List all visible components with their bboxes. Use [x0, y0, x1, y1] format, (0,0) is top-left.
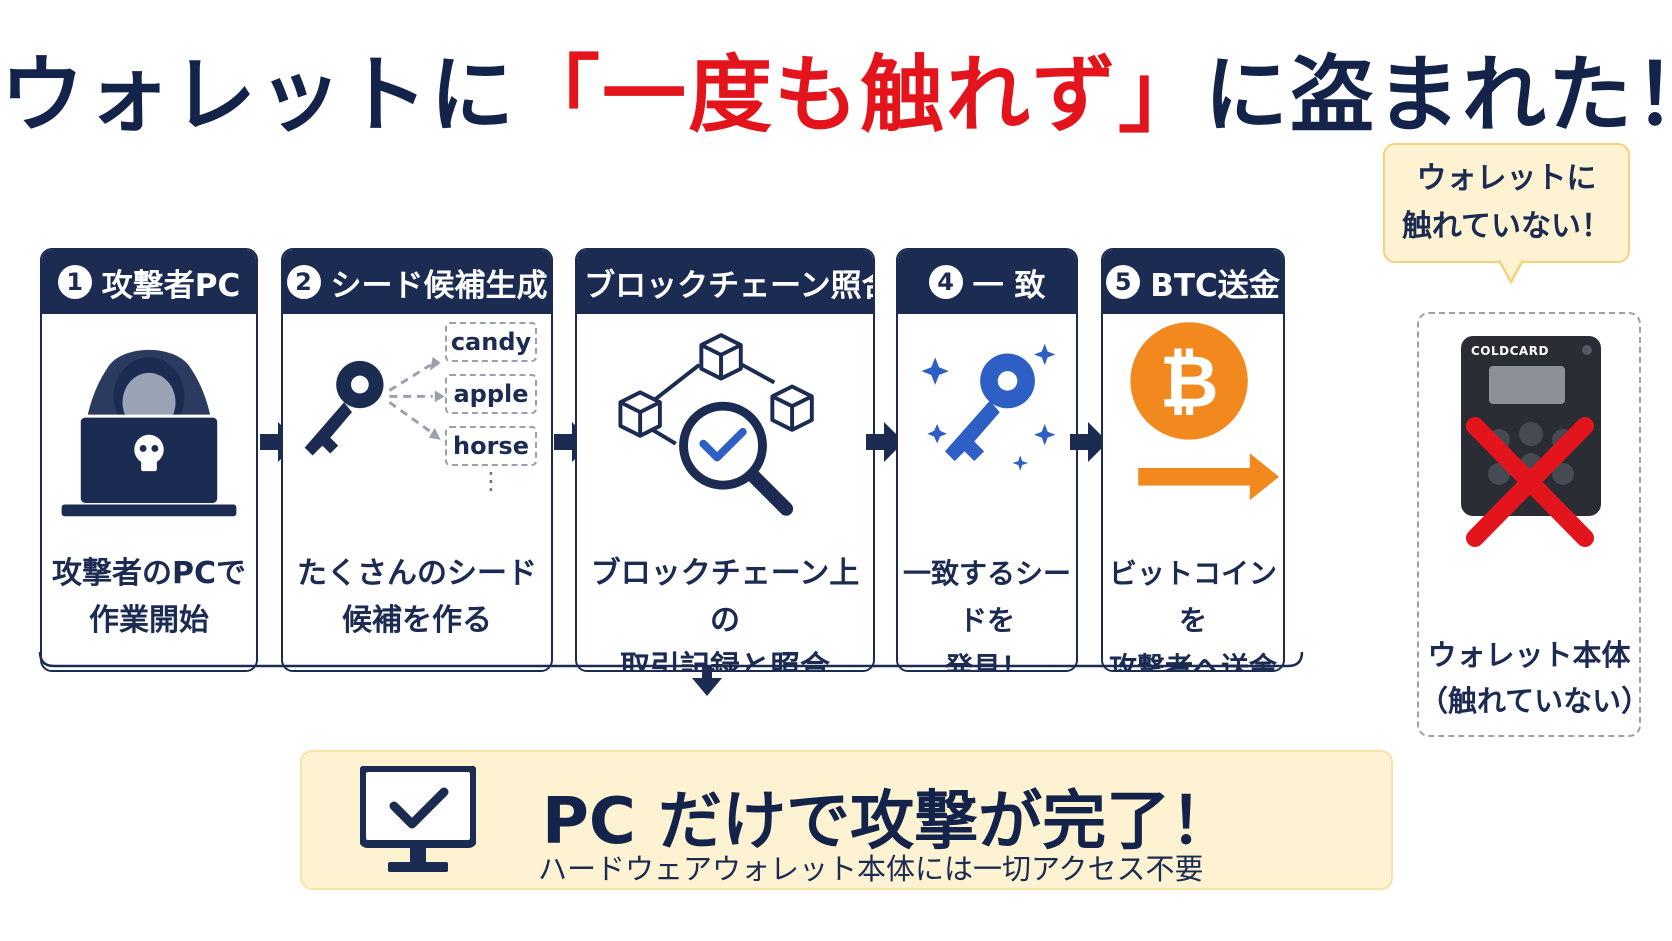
step-3-header: 3 ブロックチェーン照合	[577, 250, 873, 314]
step-number: 1	[57, 265, 92, 299]
wallet-label-line-2: （触れていない）	[1419, 684, 1651, 718]
arrow-right-icon	[260, 422, 298, 462]
step-label: 攻撃者PC	[101, 267, 241, 304]
step-2-header: 2 シード候補生成	[283, 250, 551, 314]
blockchain-magnifier-check-icon	[618, 333, 814, 516]
step-desc-line-1: ブロックチェーン上の	[590, 556, 860, 638]
result-banner: PC だけで攻撃が完了！ ハードウェアウォレット本体には一切アクセス不要	[300, 750, 1393, 890]
result-title: PC だけで攻撃が完了！	[542, 785, 1235, 859]
ellipsis: ⋮	[479, 467, 503, 495]
step-1-description: 攻撃者のPCで 作業開始	[42, 550, 256, 644]
hardware-wallet-crossed-icon	[1461, 336, 1601, 547]
step-2-seed-generation: 2 シード候補生成 candy apple horse ⋮ たくさんのシード 候…	[281, 248, 553, 672]
callout-line-1: ウォレットに	[1416, 161, 1597, 196]
step-desc-line-1: 攻撃者のPCで	[51, 556, 246, 591]
step-1-attacker-pc: 1 攻撃者PC 攻撃者のPCで 作業開始	[40, 248, 258, 672]
title-part-2: に盗まれた！	[1204, 46, 1672, 144]
arrow-right-icon	[866, 422, 904, 462]
step-2-description: たくさんのシード 候補を作る	[283, 550, 551, 644]
step-1-header: 1 攻撃者PC	[42, 250, 256, 314]
step-desc-line-2: 候補を作る	[342, 603, 492, 638]
step-5-header: 5 BTC送金	[1103, 250, 1283, 314]
seed-word: apple	[445, 374, 537, 414]
callout-tail	[1499, 260, 1523, 284]
step-label: ブロックチェーン照合	[584, 267, 875, 304]
title-highlight: 「一度も触れず」	[516, 46, 1205, 144]
sparkling-key-icon	[921, 343, 1056, 471]
step-3-blockchain-check: 3 ブロックチェーン照合 ブロックチェーン上の 取引記録と照合	[575, 248, 875, 672]
wallet-brand: COLDCARD	[1471, 344, 1549, 358]
step-label: シード候補生成	[330, 267, 548, 304]
step-number: 4	[928, 265, 963, 299]
wallet-label: ウォレット本体 （触れていない）	[1419, 632, 1651, 724]
bitcoin-icon: ₿	[1130, 322, 1280, 501]
step-5-description: ビットコインを 攻撃者へ送金	[1103, 550, 1283, 670]
seed-word: candy	[445, 322, 537, 362]
step-desc-line-1: たくさんのシード	[297, 556, 537, 591]
page-title: ウォレットに「一度も触れず」に盗まれた！	[0, 28, 1672, 149]
step-desc-line-1: ビットコインを	[1108, 557, 1277, 637]
result-subtitle: ハードウェアウォレット本体には一切アクセス不要	[538, 852, 1204, 886]
step-4-match: 4 一 致 一致するシードを 発見！	[896, 248, 1078, 672]
step-number: 2	[286, 265, 321, 299]
step-label: BTC送金	[1150, 267, 1280, 304]
step-4-header: 4 一 致	[898, 250, 1076, 314]
arrow-right-icon	[1070, 422, 1108, 462]
step-5-btc-transfer: 5 BTC送金 ₿ ビットコインを 攻撃者へ送金	[1101, 248, 1285, 672]
wallet-untouched-box: COLDCARD ウォレット本体 （触れていない）	[1417, 312, 1651, 737]
seed-word-list: candy apple horse ⋮	[445, 322, 537, 496]
arrow-right-icon	[554, 422, 592, 462]
callout-bubble: ウォレットに 触れていない！	[1383, 143, 1630, 263]
step-number: 5	[1106, 265, 1141, 299]
step-desc-line-2: 作業開始	[89, 603, 209, 638]
key-icon	[304, 356, 445, 456]
monitor-check-icon	[360, 766, 476, 872]
svg-text:₿: ₿	[1160, 340, 1219, 424]
title-part-1: ウォレットに	[0, 46, 517, 144]
step-desc-line-1: 一致するシードを	[902, 557, 1071, 637]
bracket-down-arrow	[38, 651, 1304, 696]
seed-word: horse	[445, 426, 537, 466]
hooded-hacker-laptop-icon	[61, 349, 237, 517]
wallet-label-line-1: ウォレット本体	[1427, 638, 1631, 672]
step-label: 一 致	[972, 267, 1046, 304]
callout-line-2: 触れていない！	[1401, 209, 1612, 244]
